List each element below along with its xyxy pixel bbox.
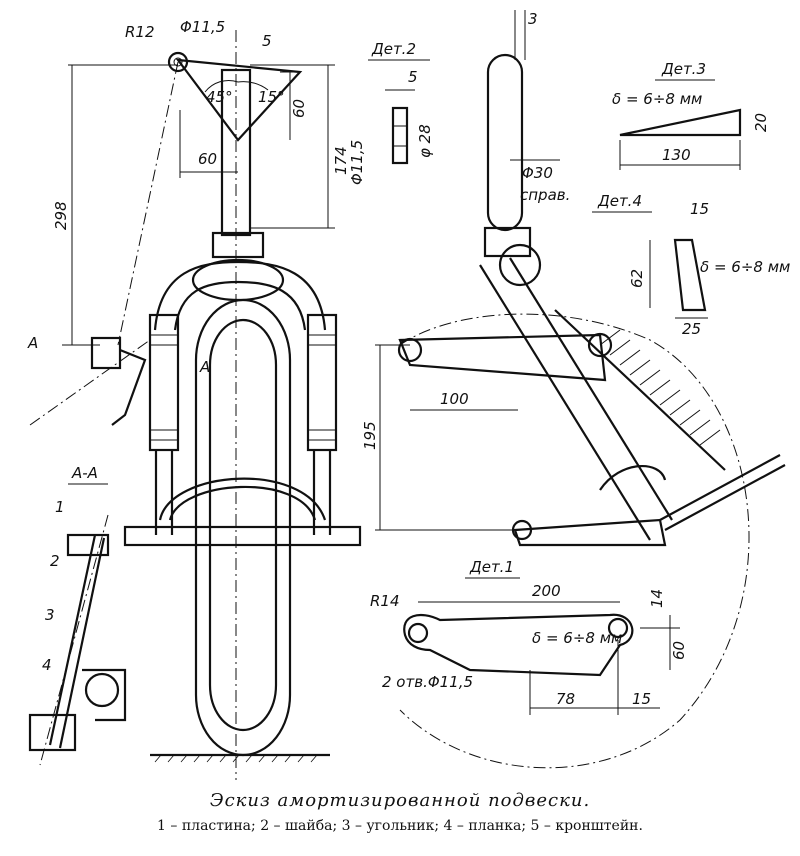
label-section-a-left: A: [27, 334, 38, 352]
side-phi30: Φ30: [522, 164, 553, 182]
side-dim-3: 3: [528, 10, 538, 28]
lamp-mount: [90, 336, 122, 370]
side-steering-tube: [486, 53, 524, 232]
section-plate: [48, 534, 97, 746]
upper-link-det1: [398, 333, 607, 382]
lower-link: [513, 518, 667, 547]
section-callout-2: 2: [50, 552, 60, 570]
section-washer: [66, 533, 110, 557]
detail-2: Дет.2 5 φ 28 Φ11,5: [348, 40, 434, 185]
label-angle-15: 15°: [258, 88, 285, 106]
detail-1: Дет.1 R14 200 14 δ = 6÷8 мм 60 2 отв.Φ11…: [370, 558, 688, 715]
label-dim-60-h: 60: [198, 150, 217, 168]
side-dim-100: 100: [440, 390, 469, 408]
side-bracket: [599, 465, 667, 491]
brake-arm: [659, 454, 781, 521]
det1-hole-right: [607, 617, 629, 639]
det1-holes: 2 отв.Φ11,5: [382, 673, 473, 691]
label-callout-5: 5: [262, 32, 272, 50]
section-aa: А-А 1 2 3 4: [28, 464, 127, 766]
front-view: R12 Φ11,5 5 45° 15° 60 60 174 298 A A: [27, 18, 362, 780]
det2-dim-5: 5: [408, 68, 418, 86]
det4-title: Дет.4: [597, 192, 642, 210]
det1-dim-15: 15: [632, 690, 651, 708]
fork-crown: [211, 231, 265, 259]
front-dimensions: [62, 64, 335, 346]
det1-thickness: δ = 6÷8 мм: [532, 629, 622, 647]
right-shock-absorber: [306, 313, 338, 452]
det2-title: Дет.2: [371, 40, 416, 58]
det4-plate: [673, 238, 707, 312]
fork-legs: [154, 450, 332, 535]
label-phi11-5: Φ11,5: [180, 18, 225, 36]
det3-thickness: δ = 6÷8 мм: [612, 90, 702, 108]
det2-dim-11-5: Φ11,5: [348, 140, 366, 185]
figure-caption-legend: 1 – пластина; 2 – шайба; 3 – угольник; 4…: [157, 818, 643, 834]
section-aa-title: А-А: [71, 464, 98, 482]
ground-hatching: [150, 753, 330, 763]
det4-dim-15: 15: [690, 200, 709, 218]
section-clamp: [28, 713, 77, 752]
fork-arch: [153, 260, 327, 331]
det4-dim-25: 25: [682, 320, 701, 338]
label-dim-174: 174: [332, 146, 350, 175]
label-r12: R12: [125, 23, 155, 41]
det1-title: Дет.1: [469, 558, 514, 576]
section-callout-3: 3: [45, 606, 55, 624]
detail-4: Дет.4 15 62 25 δ = 6÷8 мм: [592, 192, 790, 338]
det1-dim-60: 60: [670, 641, 688, 660]
figure-caption-title: Эскиз амортизированной подвески.: [209, 790, 591, 811]
label-section-a-right: A: [199, 358, 210, 376]
det3-dim-20: 20: [752, 113, 770, 132]
shock-coils: [150, 334, 336, 441]
det1-dim-200: 200: [532, 582, 561, 600]
side-sprav: справ.: [520, 186, 570, 204]
det1-plate: [403, 613, 634, 677]
label-dim-298: 298: [52, 201, 70, 230]
side-spring-shock: [554, 309, 726, 471]
det2-washer: [391, 106, 409, 165]
det1-dim-14: 14: [648, 589, 666, 608]
det1-r14: R14: [370, 592, 400, 610]
det1-hole-left: [407, 622, 429, 644]
bracket-part-5: [175, 58, 303, 142]
side-view: 3 Φ30 справ. 100 195: [361, 10, 786, 769]
det3-dim-130: 130: [662, 146, 691, 164]
section-callout-4: 4: [42, 656, 52, 674]
label-dim-60-v: 60: [290, 99, 308, 118]
side-dim-195: 195: [361, 421, 379, 450]
side-fork-leg: [479, 264, 651, 541]
side-crown: [483, 226, 532, 258]
det4-thickness: δ = 6÷8 мм: [700, 258, 790, 276]
det3-wedge: [619, 108, 742, 137]
detail-3: Дет.3 δ = 6÷8 мм 130 20: [612, 60, 770, 170]
centerline-bracket: [117, 61, 179, 346]
left-shock-absorber: [148, 313, 180, 452]
det2-dim-28: φ 28: [416, 124, 434, 158]
section-tube: [84, 672, 120, 708]
det4-dim-62: 62: [628, 269, 646, 288]
det1-dim-78: 78: [556, 690, 575, 708]
det3-title: Дет.3: [661, 60, 706, 78]
bracket-hole: [167, 51, 189, 73]
mudguard-stay: [158, 477, 327, 521]
wheel-outline-arc: [399, 313, 750, 769]
wheel-axle: [123, 525, 362, 547]
section-callout-1: 1: [55, 498, 65, 516]
section-bracket: [82, 668, 127, 722]
label-angle-45: 45°: [206, 88, 233, 106]
